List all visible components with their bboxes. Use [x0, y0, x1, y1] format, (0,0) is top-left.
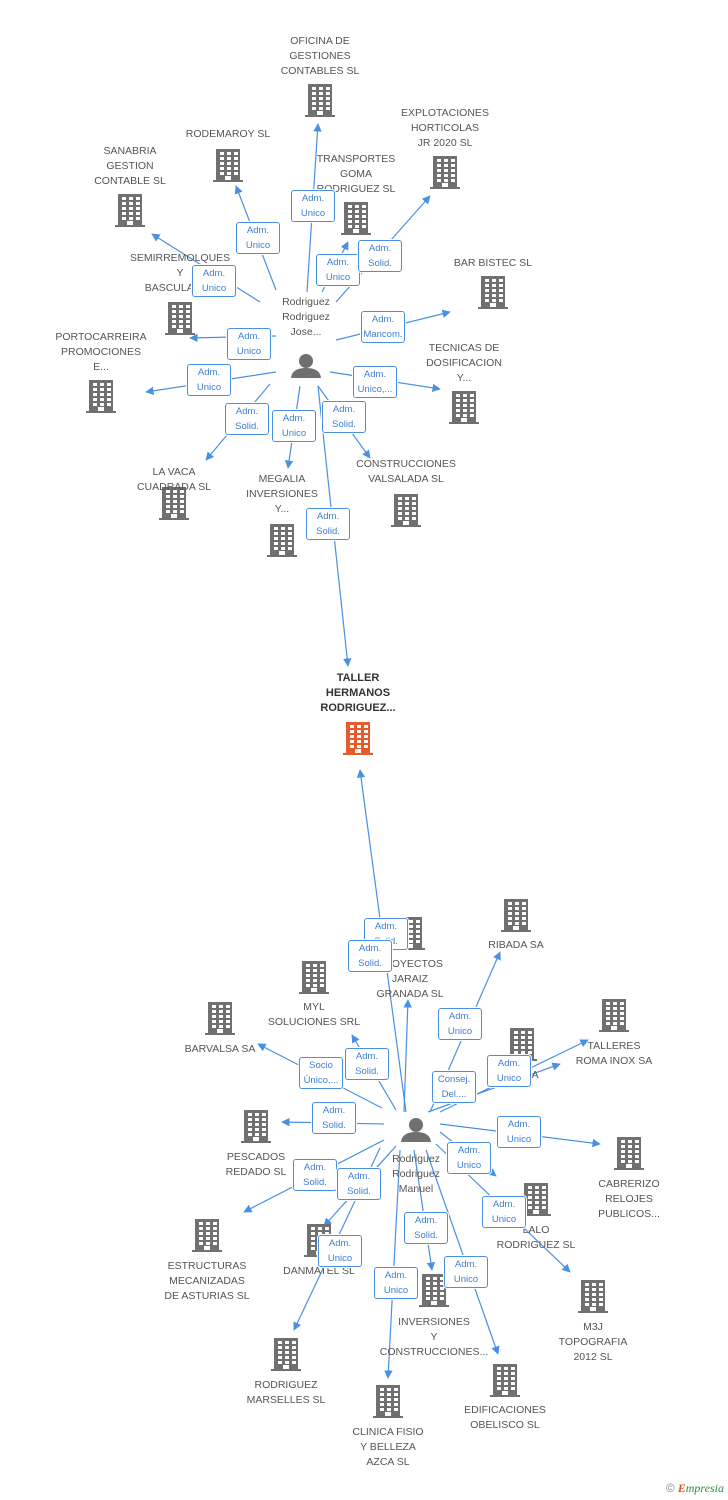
company-building-icon[interactable] [614, 1137, 644, 1170]
copyright-symbol: © [665, 1481, 675, 1495]
relation-role-badge[interactable]: Adm. Unico [227, 328, 271, 360]
company-label[interactable]: BARVALSA SA [184, 1043, 256, 1055]
company-label[interactable]: RODRIGUEZ MARSELLES SL [246, 1379, 326, 1406]
relation-edge [425, 1149, 500, 1355]
company-label[interactable]: CABRERIZO RELOJES PUBLICOS... [598, 1178, 660, 1220]
relation-role-badge[interactable]: Adm. Unico [444, 1256, 488, 1288]
relation-role-badge[interactable]: Adm. Unico [482, 1196, 526, 1228]
relation-role-badge[interactable]: Adm. Unico [497, 1116, 541, 1148]
company-building-icon[interactable] [192, 1219, 222, 1252]
company-building-icon[interactable] [305, 84, 335, 117]
relation-role-badge[interactable]: Adm. Unico [272, 410, 316, 442]
empresia-logo: ©Empresia [666, 1481, 724, 1496]
relation-edge [413, 1149, 436, 1271]
relation-edge [384, 1149, 401, 1379]
company-label[interactable]: CONSTRUCCIONES VALSALADA SL [356, 458, 456, 485]
relation-role-badge[interactable]: Adm. Unico [316, 254, 360, 286]
company-label[interactable]: DANMATEL SL [283, 1265, 355, 1277]
relation-role-badge[interactable]: Adm. Unico [236, 222, 280, 254]
company-label[interactable]: BAR BISTEC SL [453, 257, 533, 269]
company-label[interactable]: LA VACA CUADRADA SL [136, 466, 212, 493]
company-label[interactable]: TECNICAS DE DOSIFICACION Y... [426, 342, 502, 384]
person-label[interactable]: Rodriguez Rodriguez Manuel [392, 1153, 440, 1195]
relation-role-badge[interactable]: Socio Único,... [299, 1057, 343, 1089]
company-building-icon[interactable] [430, 156, 460, 189]
brand-name: mpresia [685, 1481, 724, 1495]
company-label[interactable]: SANABRIA GESTION CONTABLE SL [94, 145, 166, 187]
company-label[interactable]: RIBADA SA [488, 939, 544, 951]
company-building-icon[interactable] [115, 194, 145, 227]
company-label[interactable]: TALLERES ROMA INOX SA [575, 1040, 653, 1067]
company-label[interactable]: INVERSIONES Y CONSTRUCCIONES... [379, 1316, 489, 1358]
company-label[interactable]: RODEMAROY SL [185, 128, 271, 140]
company-label[interactable]: EXPLOTACIONES HORTICOLAS JR 2020 SL [401, 107, 489, 149]
company-building-icon[interactable] [86, 380, 116, 413]
relation-role-badge[interactable]: Adm. Unico [187, 364, 231, 396]
company-building-icon[interactable] [419, 1274, 449, 1307]
relation-role-badge[interactable]: Adm. Unico [192, 265, 236, 297]
focus-company-label[interactable]: TALLER HERMANOS RODRIGUEZ... [320, 672, 396, 714]
relation-role-badge[interactable]: Adm. Solid. [225, 403, 269, 435]
company-label[interactable]: OFICINA DE GESTIONES CONTABLES SL [280, 35, 360, 77]
company-building-icon[interactable] [449, 391, 479, 424]
relation-role-badge[interactable]: Consej. Del.... [432, 1071, 476, 1103]
company-building-icon[interactable] [271, 1338, 301, 1371]
company-building-icon[interactable] [341, 202, 371, 235]
relation-role-badge[interactable]: Adm. Solid. [312, 1102, 356, 1134]
relation-role-badge[interactable]: Adm. Unico [318, 1235, 362, 1267]
company-building-icon[interactable] [373, 1385, 403, 1418]
person-icon[interactable] [401, 1118, 431, 1142]
company-label[interactable]: LALO RODRIGUEZ SL [496, 1224, 576, 1251]
relation-role-badge[interactable]: Adm. Solid. [322, 401, 366, 433]
relation-role-badge[interactable]: Adm. Solid. [358, 240, 402, 272]
company-label[interactable]: CLINICA FISIO Y BELLEZA AZCA SL [352, 1426, 424, 1468]
company-building-icon[interactable] [478, 276, 508, 309]
company-label[interactable]: PORTOCARREIRA PROMOCIONES E... [55, 331, 147, 373]
relation-role-badge[interactable]: Adm. Solid. [404, 1212, 448, 1244]
relation-role-badge[interactable]: Adm. Unico [447, 1142, 491, 1174]
company-building-icon[interactable] [521, 1183, 551, 1216]
relation-edge [403, 999, 412, 1113]
company-building-icon[interactable] [213, 149, 243, 182]
relation-role-badge[interactable]: Adm. Unico [438, 1008, 482, 1040]
company-label[interactable]: EDIFICACIONES OBELISCO SL [464, 1404, 546, 1431]
company-label[interactable]: PROYECTOS JARAIZ GRANADA SL [376, 958, 444, 1000]
company-building-icon[interactable] [165, 302, 195, 335]
relation-role-badge[interactable]: Adm. Unico [487, 1055, 531, 1087]
company-building-icon[interactable] [267, 524, 297, 557]
company-label[interactable]: PESCADOS REDADO SL [225, 1151, 287, 1178]
company-building-icon[interactable] [501, 899, 531, 932]
relation-role-badge[interactable]: Adm. Unico [291, 190, 335, 222]
company-label[interactable]: M3J TOPOGRAFIA 2012 SL [558, 1321, 628, 1363]
relation-role-badge[interactable]: Adm. Mancom. [361, 311, 405, 343]
company-building-icon[interactable] [391, 494, 421, 527]
company-building-icon[interactable] [205, 1002, 235, 1035]
relation-role-badge[interactable]: Adm. Solid. [293, 1159, 337, 1191]
focus-company-building-icon[interactable] [343, 722, 373, 755]
brand-initial: E [677, 1481, 686, 1495]
company-building-icon[interactable] [299, 961, 329, 994]
company-building-icon[interactable] [490, 1364, 520, 1397]
company-building-icon[interactable] [578, 1280, 608, 1313]
relation-role-badge[interactable]: Adm. Solid. [348, 940, 392, 972]
company-building-icon[interactable] [159, 487, 189, 520]
relation-edge [427, 1062, 561, 1113]
relation-role-badge[interactable]: Adm. Solid. [345, 1048, 389, 1080]
company-label[interactable]: ESTRUCTURAS MECANIZADAS DE ASTURIAS SL [164, 1260, 250, 1302]
company-label[interactable]: MEGALIA INVERSIONES Y... [246, 473, 318, 515]
company-label[interactable]: MYL SOLUCIONES SRL [267, 1001, 361, 1028]
person-icon[interactable] [291, 354, 321, 378]
company-building-icon[interactable] [241, 1110, 271, 1143]
relation-role-badge[interactable]: Adm. Solid. [306, 508, 350, 540]
relation-role-badge[interactable]: Adm. Unico,... [353, 366, 397, 398]
person-label[interactable]: Rodriguez Rodriguez Jose... [282, 296, 330, 338]
relation-role-badge[interactable]: Adm. Unico [374, 1267, 418, 1299]
relation-role-badge[interactable]: Adm. Solid. [337, 1168, 381, 1200]
company-building-icon[interactable] [599, 999, 629, 1032]
